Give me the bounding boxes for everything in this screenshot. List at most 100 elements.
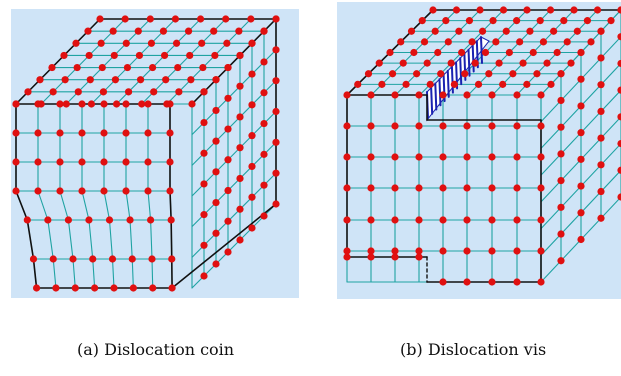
atom (124, 88, 133, 96)
atom (248, 224, 256, 232)
atom (567, 59, 575, 67)
atom (49, 88, 57, 96)
atom (212, 168, 220, 176)
atom (463, 278, 471, 286)
atom (134, 27, 142, 35)
atom (402, 80, 410, 88)
atom (488, 91, 496, 99)
atom (597, 81, 605, 89)
atom (62, 100, 70, 108)
atom (87, 100, 96, 108)
atom (617, 193, 621, 201)
atom (212, 198, 220, 207)
atom (144, 129, 152, 137)
atom (89, 255, 97, 263)
atom (91, 284, 99, 292)
atom (196, 15, 205, 23)
cube-edge (15, 190, 29, 221)
atom (172, 39, 181, 47)
bond-line (52, 258, 57, 289)
atom (122, 129, 130, 137)
atom (200, 211, 208, 219)
atom (439, 153, 447, 161)
atom (186, 51, 194, 60)
atom (112, 100, 121, 108)
atom (434, 48, 442, 57)
atom (123, 63, 132, 72)
atom (343, 247, 351, 255)
atom (488, 184, 496, 192)
atom (272, 107, 280, 116)
atom (557, 203, 565, 211)
atom (260, 119, 268, 128)
atom (223, 39, 231, 47)
atom (174, 63, 182, 72)
atom (415, 184, 423, 192)
atom (617, 139, 621, 148)
atom (557, 177, 565, 185)
bond-line (131, 258, 134, 289)
atom (557, 123, 565, 131)
atom (478, 27, 487, 35)
atom (78, 187, 86, 195)
hatch-line (430, 86, 434, 115)
panel-b-screw-dislocation (337, 2, 621, 299)
atom (212, 76, 220, 84)
atom (184, 27, 193, 35)
atom (100, 187, 108, 195)
atom (560, 17, 568, 25)
atom (505, 48, 513, 57)
atom (212, 229, 220, 237)
atom (463, 216, 471, 224)
atom (577, 102, 585, 110)
atom (78, 100, 86, 108)
atom (547, 80, 555, 88)
atom (474, 80, 483, 88)
atom (272, 200, 280, 208)
atom (513, 17, 521, 25)
atom (367, 153, 375, 161)
atom (423, 59, 431, 67)
atom (577, 48, 585, 57)
atom (122, 100, 130, 108)
atom (236, 82, 244, 90)
atom (577, 129, 585, 137)
atom (69, 255, 77, 263)
atom (146, 216, 155, 224)
atom (34, 129, 42, 137)
atom (96, 15, 104, 23)
atom (617, 86, 621, 94)
atom (577, 209, 585, 217)
atom (159, 27, 168, 35)
atom (129, 284, 137, 292)
atom (516, 38, 524, 46)
atom (492, 38, 500, 46)
atom (212, 106, 220, 115)
atom (597, 27, 605, 35)
atom (24, 88, 32, 96)
atom (110, 284, 118, 292)
atom (36, 76, 44, 84)
atom (236, 174, 244, 183)
hatch-line (450, 65, 454, 94)
atom (597, 214, 605, 222)
atom (523, 80, 531, 88)
bond-line (108, 219, 114, 260)
atom (248, 70, 256, 78)
atom (34, 100, 42, 108)
atom (410, 48, 418, 57)
atom (166, 100, 174, 108)
atom (166, 158, 174, 166)
atom (415, 247, 423, 255)
atom (367, 91, 375, 99)
atom (71, 284, 79, 292)
atom (122, 158, 130, 166)
atom (439, 184, 447, 192)
hatch-line (459, 57, 463, 86)
atom (49, 255, 57, 263)
atom (415, 216, 423, 224)
atom (224, 156, 232, 164)
atom (224, 248, 232, 256)
cube-edge (171, 203, 277, 289)
atom (444, 38, 452, 46)
